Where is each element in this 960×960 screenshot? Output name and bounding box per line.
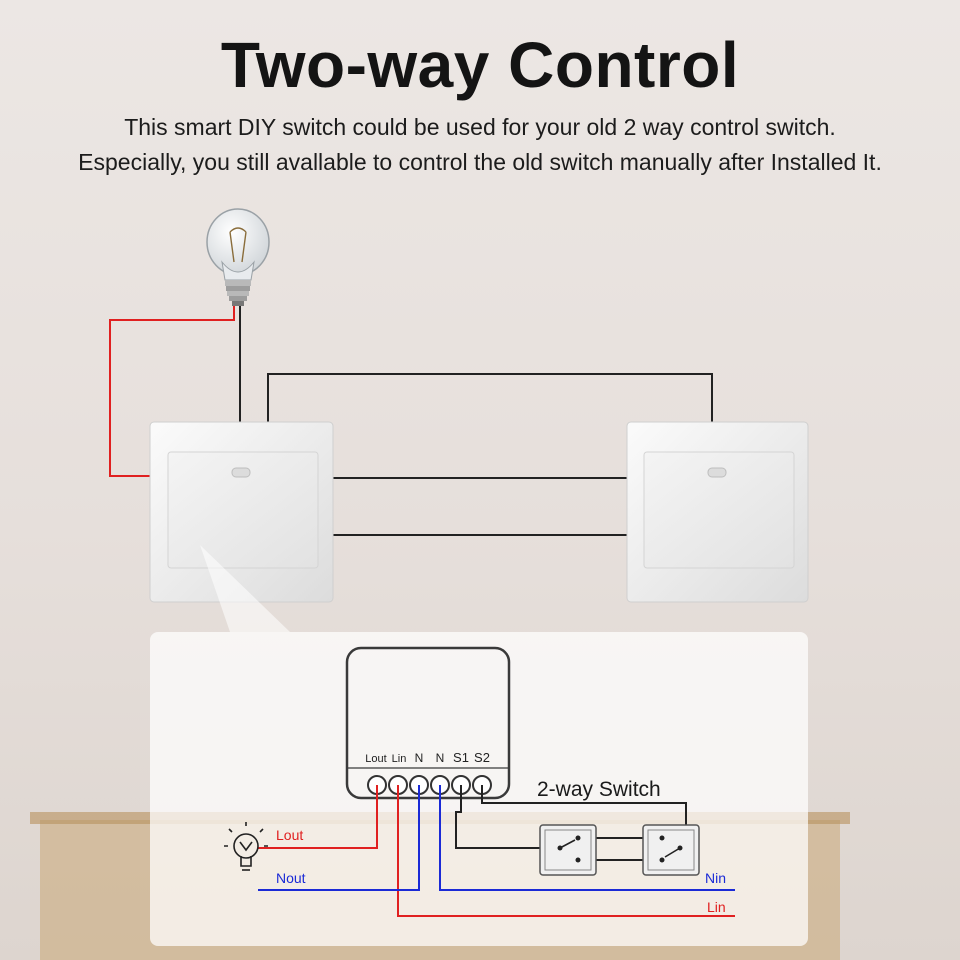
nout-label: Nout: [276, 870, 306, 886]
terminal-lin: Lin: [392, 753, 407, 765]
page-title: Two-way Control: [220, 29, 740, 101]
terminal-lout: Lout: [365, 753, 386, 765]
house-wiring: [109, 306, 713, 536]
terminal-s2: S2: [474, 750, 490, 765]
lamp-icon: [224, 822, 268, 871]
terminal-n2: N: [436, 751, 445, 765]
terminal-labels: Lout Lin N N S1 S2: [365, 750, 490, 765]
terminal-n1: N: [415, 751, 424, 765]
two-way-switch-diagram: [539, 824, 700, 876]
light-bulb-icon: [206, 208, 270, 306]
left-wall-switch: [149, 421, 334, 603]
lout-label: Lout: [276, 827, 303, 843]
right-wall-switch: [626, 421, 809, 603]
two-way-switch-label: 2-way Switch: [537, 778, 661, 801]
nin-label: Nin: [705, 870, 726, 886]
subtitle-line-1: This smart DIY switch could be used for …: [124, 114, 836, 140]
subtitle-line-2: Especially, you still avallable to contr…: [78, 149, 882, 175]
terminal-s1: S1: [453, 750, 469, 765]
lin-label: Lin: [707, 899, 726, 915]
